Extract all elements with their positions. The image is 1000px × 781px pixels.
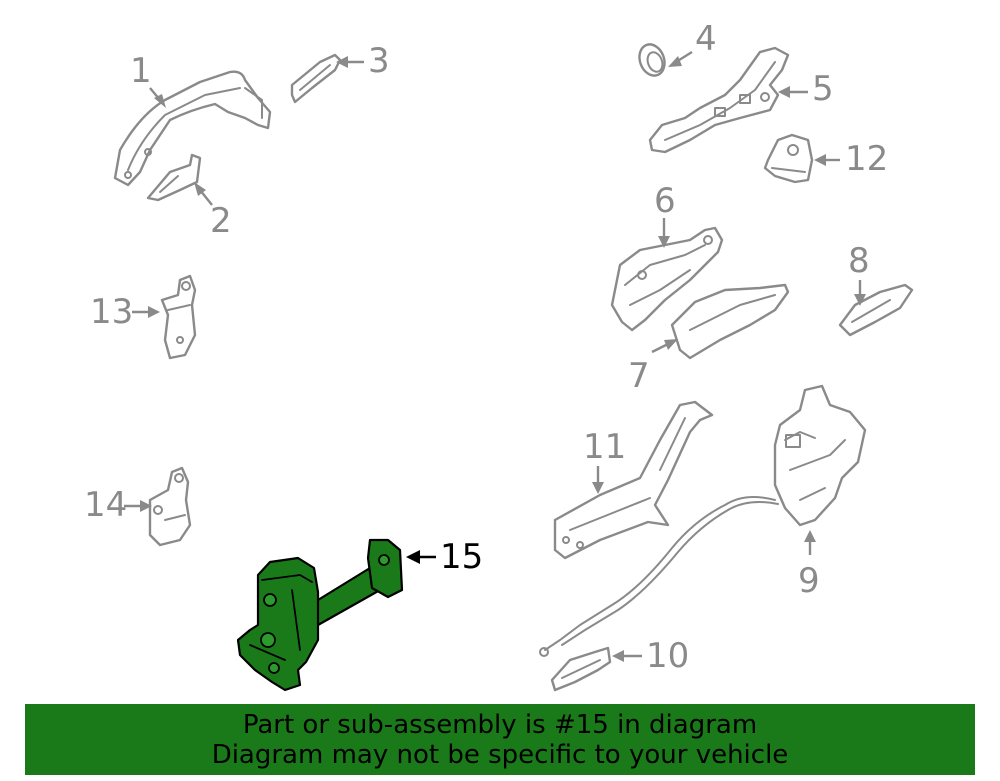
- part-2-handle-cover[interactable]: [146, 153, 202, 202]
- part-13-hinge-upper[interactable]: [160, 274, 197, 360]
- callout-11: 11: [583, 427, 626, 467]
- part-1-outer-handle[interactable]: [113, 70, 272, 187]
- callout-7: 7: [628, 356, 650, 396]
- part-7-inner-handle[interactable]: [670, 283, 790, 360]
- callout-2: 2: [210, 201, 232, 241]
- part-15-door-check[interactable]: [236, 538, 404, 692]
- part-12-striker[interactable]: [763, 133, 814, 184]
- callout-1: 1: [130, 51, 152, 91]
- callout-5: 5: [812, 69, 834, 109]
- callout-15: 15: [440, 537, 483, 577]
- part-11-latch-bracket[interactable]: [553, 400, 714, 560]
- callout-10: 10: [646, 636, 689, 676]
- part-4-plug[interactable]: [635, 41, 668, 79]
- part-5-handle-frame[interactable]: [648, 46, 790, 154]
- callout-9: 9: [798, 561, 820, 601]
- callout-6: 6: [654, 181, 676, 221]
- callout-4: 4: [695, 19, 717, 59]
- part-8-bezel[interactable]: [838, 283, 914, 337]
- part-3-trim[interactable]: [290, 53, 342, 104]
- banner-line-1: Part or sub-assembly is #15 in diagram: [242, 710, 758, 740]
- part-10-cable-end[interactable]: [550, 646, 612, 692]
- callout-12: 12: [845, 139, 888, 179]
- notice-banner: Part or sub-assembly is #15 in diagram D…: [25, 704, 975, 775]
- callout-13: 13: [90, 292, 133, 332]
- part-9-latch-actuator[interactable]: [539, 384, 867, 657]
- callout-14: 14: [84, 485, 127, 525]
- banner-line-2: Diagram may not be specific to your vehi…: [211, 740, 789, 770]
- part-6-inner-handle-housing[interactable]: [610, 226, 724, 332]
- part-14-hinge-lower[interactable]: [148, 466, 192, 547]
- callout-3: 3: [368, 41, 390, 81]
- callout-8: 8: [848, 241, 870, 281]
- parts-diagram: 1 2 3 4 5 12: [84, 19, 914, 692]
